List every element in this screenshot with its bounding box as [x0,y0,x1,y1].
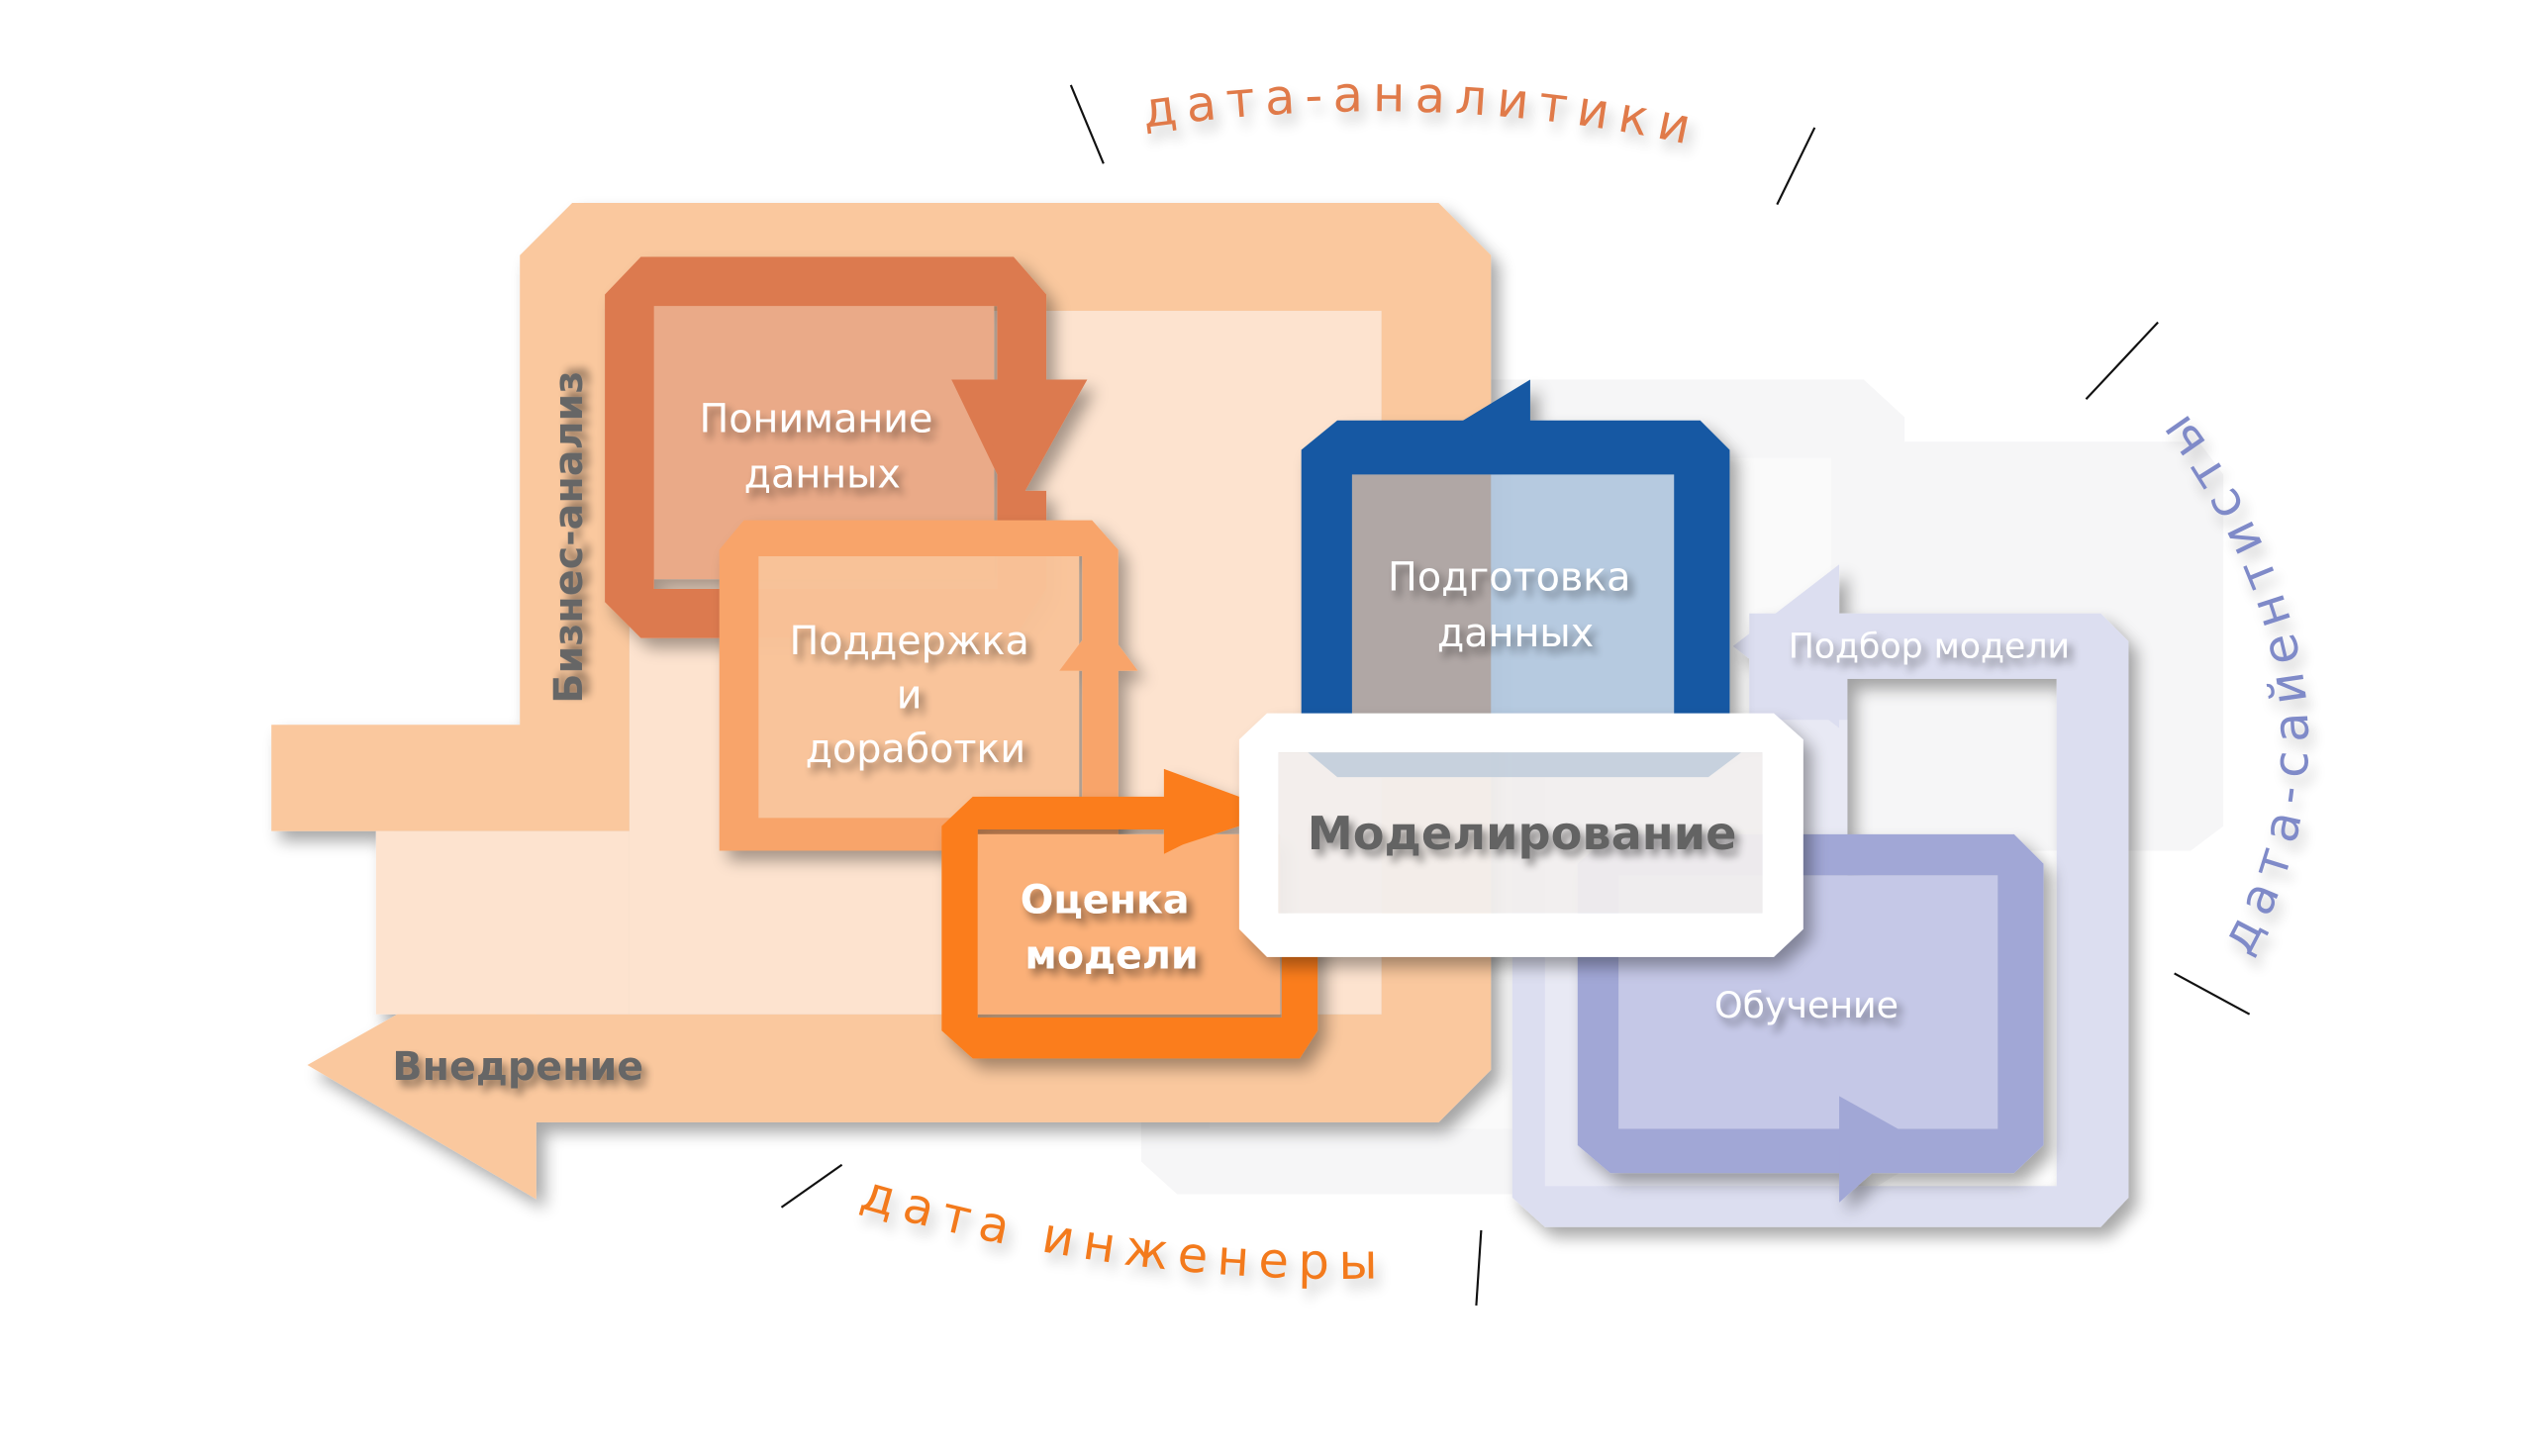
data-prep-frame [1301,420,1730,721]
label-line: данных [1437,611,1594,656]
label-line: модели [1024,932,1198,978]
data-preparation-label: Подготовка данных [1388,555,1643,656]
business-analysis-label: Бизнес-анализ [546,371,592,704]
support-label: Поддержка и доработки [789,619,1041,772]
left-arrow-icon [1732,564,1840,728]
stage-support[interactable] [719,520,1138,851]
support-frame [719,520,1119,851]
label-line: данных [744,452,901,498]
label-line: Подготовка [1388,555,1630,601]
modeling-label: Моделирование [1308,807,1737,860]
label-line: Понимание [699,396,932,441]
label-path: дата-аналитики [1138,65,1695,157]
role-data-analysts: дата-аналитики [1069,65,1816,206]
divider-line [2085,321,2159,401]
down-arrow-icon [951,379,1088,495]
deployment-label: Внедрение [392,1044,643,1090]
up-arrow-icon [1059,618,1138,671]
divider-line [1069,84,1105,164]
model-evaluation-label: Оценка модели [1021,877,1204,978]
divider-line [2174,972,2251,1016]
stage-modeling[interactable] [1238,713,1803,957]
model-selection-label: Подбор модели [1789,627,2070,666]
left-arrow-icon [1454,379,1530,472]
outer-orange-frame [271,202,1492,1200]
stage-labels: Бизнес-анализ Понимание данных Поддержка… [392,371,2070,1090]
right-arrow-icon [1163,768,1246,854]
data-understanding-label: Понимание данных [699,396,945,497]
divider-line [1475,1229,1483,1307]
stage-data-preparation[interactable] [1301,379,1730,721]
label-line: Поддержка [789,619,1028,664]
modeling-frame [1238,713,1803,957]
stage-model-evaluation[interactable] [941,768,1318,1059]
divider-line [780,1163,843,1209]
evaluation-frame [941,768,1318,1059]
label-line: Оценка [1021,877,1190,922]
right-arrow-icon [1839,1096,1913,1203]
data-analysts-label: дата-аналитики [1138,65,1705,157]
stage-data-understanding[interactable] [605,256,1088,638]
divider-line [1776,127,1816,206]
training-label: Обучение [1714,984,1899,1026]
label-line: доработки [806,727,1026,772]
label-line: и [897,673,923,719]
